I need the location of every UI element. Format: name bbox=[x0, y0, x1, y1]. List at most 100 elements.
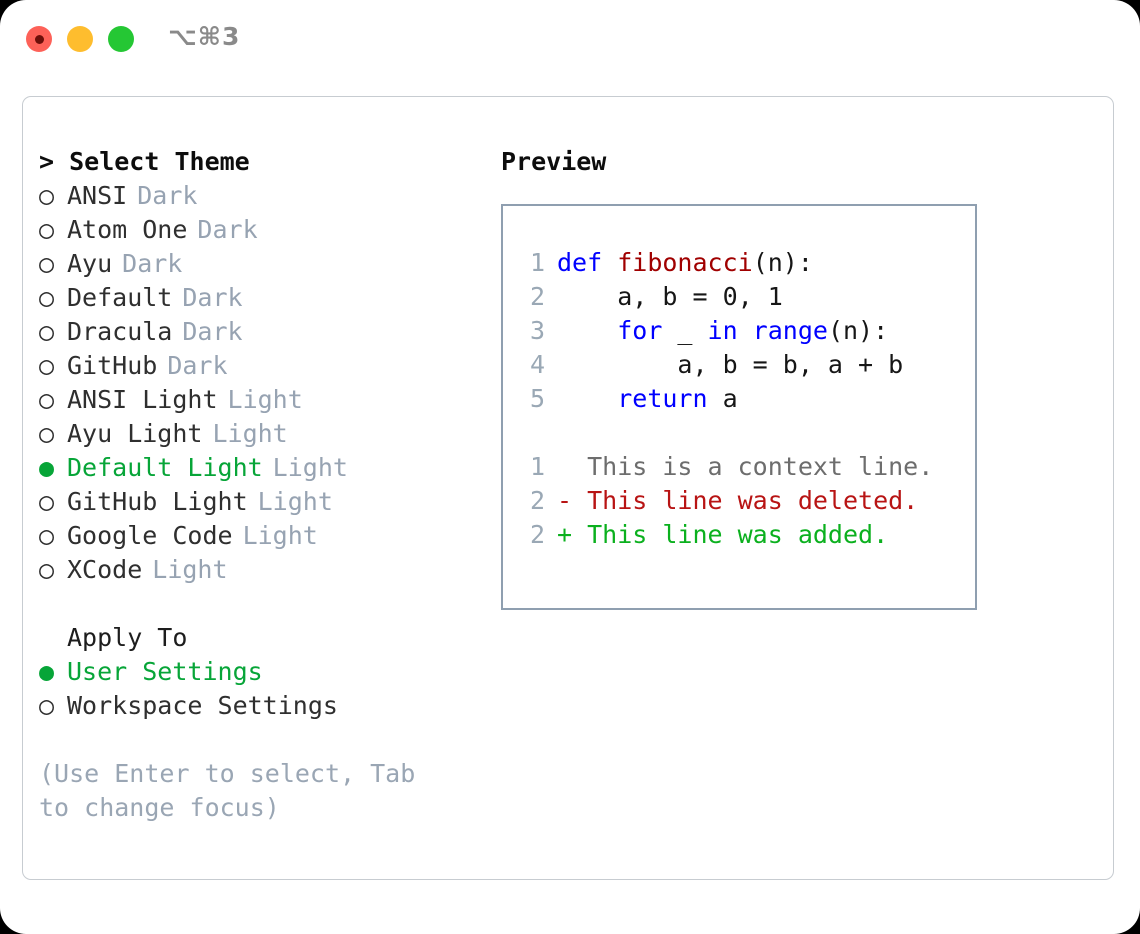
apply-to-option-workspace-settings[interactable]: ○ Workspace Settings bbox=[39, 689, 509, 723]
theme-option-label: Ayu bbox=[67, 249, 113, 278]
apply-to-option-label: Workspace Settings bbox=[67, 691, 338, 720]
code-token-plain bbox=[557, 316, 617, 345]
theme-variant-tag: Dark bbox=[182, 317, 243, 346]
theme-option-label: ANSI bbox=[67, 181, 128, 210]
radio-unselected-icon: ○ bbox=[39, 521, 55, 550]
theme-option-label: ANSI Light bbox=[67, 385, 218, 414]
code-line-content: return a bbox=[557, 382, 738, 416]
theme-option-label: Default bbox=[67, 283, 173, 312]
line-number: 2 bbox=[529, 486, 545, 515]
code-token-plain: (n): bbox=[827, 316, 889, 345]
close-button[interactable] bbox=[26, 26, 52, 52]
theme-option-xcode[interactable]: ○ XCode Light bbox=[39, 553, 509, 587]
code-token-plain: (n): bbox=[752, 248, 813, 277]
code-line: 4 a, b = b, a + b bbox=[519, 348, 933, 382]
radio-unselected-icon: ○ bbox=[39, 385, 55, 414]
code-token-plain bbox=[557, 384, 617, 413]
keyboard-shortcut-label: ⌥⌘3 bbox=[168, 22, 241, 51]
maximize-button[interactable] bbox=[108, 26, 134, 52]
theme-variant-tag: Dark bbox=[167, 351, 228, 380]
theme-option-atom-one[interactable]: ○ Atom One Dark bbox=[39, 213, 509, 247]
line-number: 3 bbox=[529, 316, 545, 345]
code-line-content: for _ in range(n): bbox=[557, 314, 888, 348]
radio-unselected-icon: ○ bbox=[39, 317, 55, 346]
radio-unselected-icon: ○ bbox=[39, 181, 55, 210]
line-number: 1 bbox=[529, 452, 545, 481]
theme-variant-tag: Dark bbox=[197, 215, 258, 244]
theme-option-label: GitHub Light bbox=[67, 487, 248, 516]
code-line-content: a, b = b, a + b bbox=[557, 348, 903, 382]
code-token-kw: in range bbox=[707, 316, 828, 345]
line-number: 1 bbox=[529, 248, 545, 277]
theme-option-label: Dracula bbox=[67, 317, 173, 346]
apply-to-list: ● User Settings ○ Workspace Settings bbox=[39, 655, 509, 723]
code-line: 3 for _ in range(n): bbox=[519, 314, 933, 348]
section-spacer bbox=[39, 587, 509, 621]
theme-variant-tag: Light bbox=[212, 419, 288, 448]
code-token-plain: _ bbox=[662, 316, 708, 345]
code-token-fn: fibonacci bbox=[617, 248, 753, 277]
radio-unselected-icon: ○ bbox=[39, 283, 55, 312]
theme-variant-tag: Light bbox=[152, 555, 228, 584]
theme-variant-tag: Light bbox=[242, 521, 318, 550]
theme-option-ansi[interactable]: ○ ANSI Dark bbox=[39, 179, 509, 213]
diff-line-add: 2 + This line was added. bbox=[519, 518, 933, 552]
code-token-plain: a bbox=[707, 384, 738, 413]
code-token-kw: def bbox=[557, 248, 618, 277]
theme-variant-tag: Light bbox=[227, 385, 303, 414]
theme-option-default[interactable]: ○ Default Dark bbox=[39, 281, 509, 315]
code-token-plain: a, b = 0, 1 bbox=[557, 282, 783, 311]
radio-unselected-icon: ○ bbox=[39, 555, 55, 584]
radio-unselected-icon: ○ bbox=[39, 351, 55, 380]
theme-variant-tag: Light bbox=[272, 453, 348, 482]
line-number: 2 bbox=[529, 282, 545, 311]
diff-line-del: 2 - This line was deleted. bbox=[519, 484, 933, 518]
radio-selected-icon: ● bbox=[39, 453, 55, 482]
code-token-kw: for bbox=[617, 316, 663, 345]
theme-variant-tag: Light bbox=[257, 487, 333, 516]
radio-unselected-icon: ○ bbox=[39, 691, 55, 720]
diff-line-ctx: 1 This is a context line. bbox=[519, 450, 933, 484]
keyboard-hint-text: (Use Enter to select, Tab to change focu… bbox=[39, 759, 431, 822]
apply-to-option-user-settings[interactable]: ● User Settings bbox=[39, 655, 509, 689]
code-blank-line bbox=[519, 416, 933, 450]
code-line: 2 a, b = 0, 1 bbox=[519, 280, 933, 314]
diff-line-content: + This line was added. bbox=[557, 520, 889, 549]
theme-option-label: XCode bbox=[67, 555, 143, 584]
diff-line-content: This is a context line. bbox=[557, 452, 934, 481]
theme-option-label: Ayu Light bbox=[67, 419, 203, 448]
theme-variant-tag: Dark bbox=[122, 249, 183, 278]
theme-option-label: Google Code bbox=[67, 521, 233, 550]
line-number: 5 bbox=[529, 384, 545, 413]
line-number: 4 bbox=[529, 350, 545, 379]
apply-to-option-label: User Settings bbox=[67, 657, 263, 686]
line-number: 2 bbox=[529, 520, 545, 549]
diff-line-content: - This line was deleted. bbox=[557, 486, 919, 515]
theme-variant-tag: Dark bbox=[182, 283, 243, 312]
apply-to-header: Apply To bbox=[67, 623, 188, 652]
theme-variant-tag: Dark bbox=[137, 181, 198, 210]
preview-header: Preview bbox=[501, 147, 607, 176]
theme-option-google-code[interactable]: ○ Google Code Light bbox=[39, 519, 509, 553]
theme-option-label: Default Light bbox=[67, 453, 263, 482]
theme-option-label: Atom One bbox=[67, 215, 188, 244]
theme-option-default-light[interactable]: ● Default Light Light bbox=[39, 451, 509, 485]
theme-option-ansi-light[interactable]: ○ ANSI Light Light bbox=[39, 383, 509, 417]
traffic-light-buttons bbox=[26, 26, 134, 52]
minimize-button[interactable] bbox=[67, 26, 93, 52]
code-line: 5 return a bbox=[519, 382, 933, 416]
title-bar: ⌥⌘3 bbox=[0, 0, 1140, 78]
theme-option-dracula[interactable]: ○ Dracula Dark bbox=[39, 315, 509, 349]
radio-unselected-icon: ○ bbox=[39, 215, 55, 244]
radio-selected-icon: ● bbox=[39, 657, 55, 686]
